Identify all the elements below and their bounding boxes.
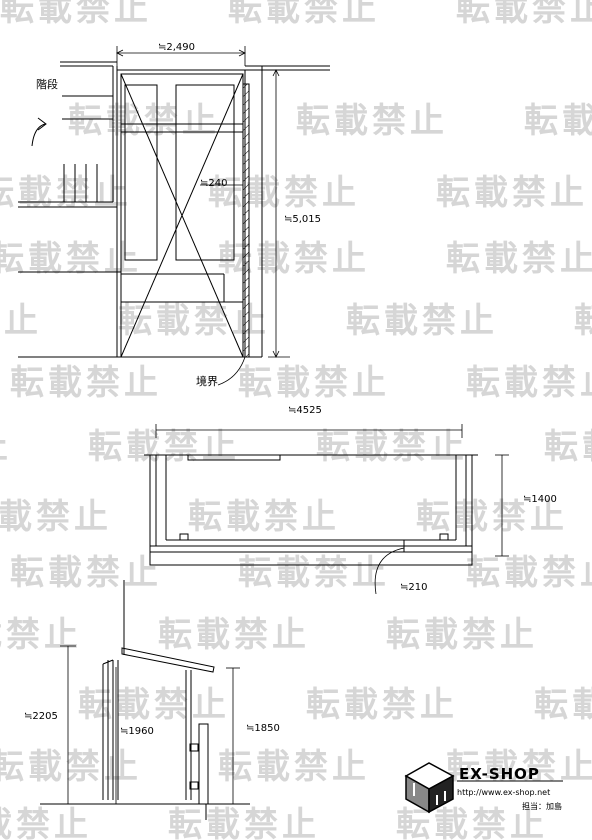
watermark-text: 転載禁止 bbox=[446, 747, 592, 787]
watermark-text: 転載禁止 bbox=[396, 805, 548, 840]
stairs-label: 階段 bbox=[36, 77, 58, 91]
boundary-label: 境界 bbox=[196, 374, 218, 388]
watermark-text: 転載禁止 bbox=[466, 553, 592, 593]
watermark-text: 転載禁止 bbox=[208, 173, 360, 213]
up-arrow-icon bbox=[31, 123, 46, 147]
middle-height-dimension: ≒1400 bbox=[523, 494, 557, 505]
watermark-text: 転載禁止 bbox=[78, 685, 230, 725]
watermark-text: 転載禁止 bbox=[316, 427, 468, 467]
top-plan: ≒2,490 ≒5,015 ≒240 bbox=[18, 42, 330, 388]
brand-name: EX-SHOP bbox=[459, 765, 540, 783]
watermark-text: 転載禁止 bbox=[416, 497, 568, 537]
watermark-text: 転載禁止 bbox=[188, 497, 340, 537]
top-width-dimension: ≒2,490 bbox=[158, 42, 195, 53]
watermark-text: 転載禁止 bbox=[524, 101, 592, 141]
watermark-text: 転載禁止 bbox=[0, 301, 42, 341]
exshop-logo: EX-SHOP http://www.ex-shop.net 担当：加島 bbox=[404, 762, 563, 814]
watermark-text: 転載禁止 bbox=[386, 615, 538, 655]
watermark-text: 転載禁止 bbox=[228, 0, 380, 29]
total-height-dimension: ≒2205 bbox=[24, 711, 58, 722]
watermark-text: 転載禁止 bbox=[168, 805, 320, 840]
watermark-text: 転載禁止 bbox=[0, 615, 82, 655]
watermark-text: 転載禁止 bbox=[10, 363, 162, 403]
watermark-text: 転載禁止 bbox=[68, 101, 220, 141]
inner-height-dimension: ≒1960 bbox=[120, 726, 154, 737]
side-height-dimension: ≒1850 bbox=[246, 723, 280, 734]
watermark-text: 転載禁止 bbox=[0, 497, 112, 537]
side-section: ≒2205 ≒1960 ≒1850 bbox=[24, 580, 280, 820]
top-depth-dimension: ≒5,015 bbox=[284, 214, 321, 225]
watermark-text: 転載禁止 bbox=[88, 427, 240, 467]
watermark-text: 転載禁止 bbox=[238, 363, 390, 403]
middle-plan: ≒4525 ≒1400 ≒210 bbox=[144, 405, 557, 595]
watermark-text: 転載禁止 bbox=[346, 301, 498, 341]
boundary-wall bbox=[242, 83, 250, 358]
brand-url: http://www.ex-shop.net bbox=[457, 788, 550, 797]
watermark-text: 転載禁止 bbox=[158, 615, 310, 655]
watermark-text: 転載禁止 bbox=[436, 173, 588, 213]
watermark-text: 転載禁止 bbox=[0, 0, 152, 29]
staff-label: 担当：加島 bbox=[522, 801, 562, 811]
watermark-text: 転載禁止 bbox=[456, 0, 592, 29]
watermark-text: 転載禁止 bbox=[0, 685, 2, 725]
watermark-text: 転載禁止 bbox=[296, 101, 448, 141]
cross-line bbox=[120, 73, 244, 358]
watermark-text: 転載禁止 bbox=[0, 805, 92, 840]
watermark-text: 転載禁止 bbox=[574, 301, 592, 341]
watermark-text: 転載禁止 bbox=[544, 427, 592, 467]
watermark-text: 転載禁止 bbox=[534, 685, 592, 725]
watermark-text: 転載禁止 bbox=[446, 239, 592, 279]
watermark-text: 転載禁止 bbox=[0, 747, 142, 787]
watermark-text: 転載禁止 bbox=[218, 747, 370, 787]
middle-width-dimension: ≒4525 bbox=[288, 405, 322, 416]
inset-dimension: ≒210 bbox=[400, 582, 427, 593]
watermark-text: 転載禁止 bbox=[466, 363, 592, 403]
watermark-text: 転載禁止 bbox=[306, 685, 458, 725]
wall-thickness-dimension: ≒240 bbox=[200, 178, 227, 189]
watermark-text: 転載禁止 bbox=[218, 239, 370, 279]
watermark-text: 転載禁止 bbox=[0, 427, 12, 467]
watermark-text: 転載禁止 bbox=[10, 553, 162, 593]
watermark-text: 転載禁止 bbox=[238, 553, 390, 593]
